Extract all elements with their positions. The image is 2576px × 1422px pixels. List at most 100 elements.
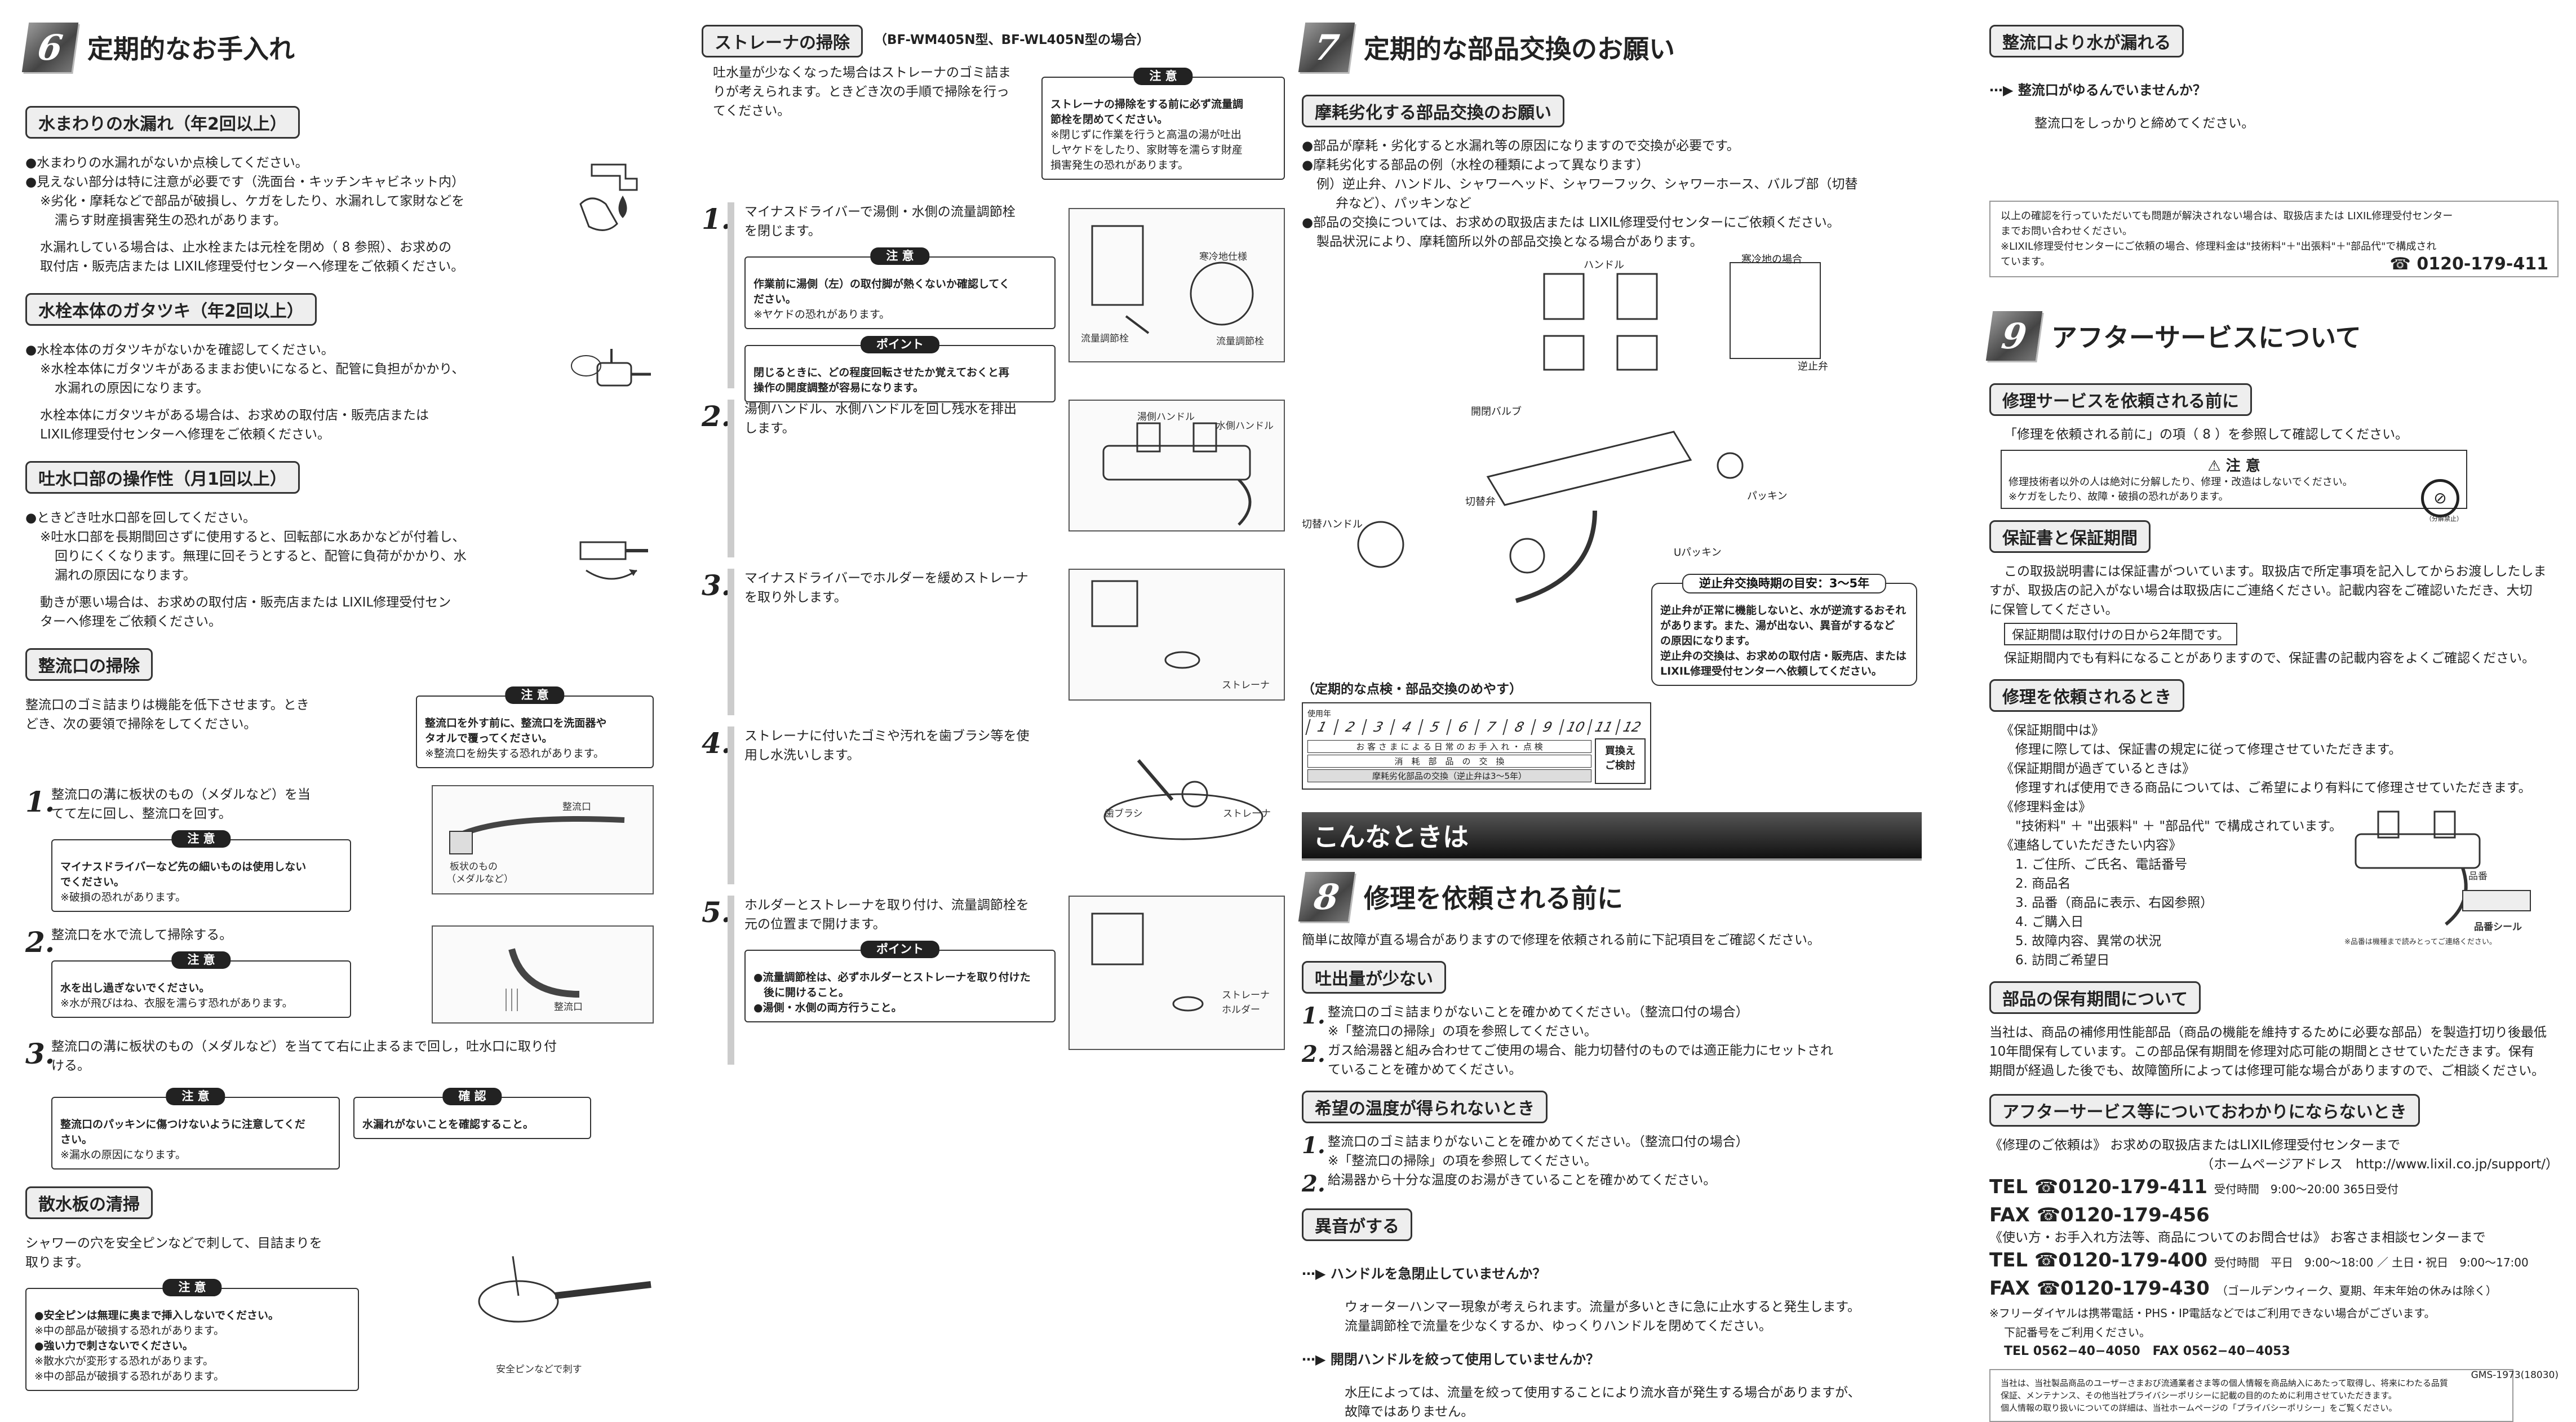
section-7-header: 7 定期的な部品交換のお願い [1298,23,1922,72]
spout-rotate-icon [579,541,648,580]
temperature-step-1: 1. 整流口のゴミ詰まりがないことを確かめてください。（整流口付の場合） ※「整… [1302,1132,1922,1171]
caution-box: 注 意 作業前に湯側（左）の取付脚が熱くないか確認してく ださい。 ※ヤケドの恐… [744,247,1056,329]
text: 弁など）、パッキンなど [1336,196,1471,211]
schedule-unit: 使用年 [1307,710,1331,719]
caution-tag: 注 意 [171,951,231,969]
text: ●水栓本体のガタツキがないかを確認してください。 [25,343,334,357]
temperature-step-2: 2. 給湯器から十分な温度のお湯がきていることを確かめてください。 [1302,1171,1922,1197]
text: 整流口のゴミ詰まりは機能を低下させます。とき [25,698,309,712]
section-title: 修理を依頼される前に [1364,883,1623,914]
text: 《修理料金は》 [2001,800,2091,814]
caution-box: 注 意 ●安全ピンは無理に奥まで挿入しないでください。 ※中の部品が破損する恐れ… [25,1279,359,1391]
column-part-replacement: 7 定期的な部品交換のお願い 摩耗劣化する部品交換のお願い ●部品が摩耗・劣化す… [1298,17,1922,1419]
column-regular-maintenance: 6 定期的なお手入れ 水まわりの水漏れ（年2回以上） ●水まわりの水漏れがないか… [21,17,654,1391]
text: TEL ☎0120-179-400 [1989,1249,2208,1272]
caution-box: 注 意 整流口を外す前に、整流口を洗面器や タオルで覆ってください。 ※整流口を… [416,686,654,768]
text: の原因になります。 [1660,635,1756,647]
text: マイナスドライバーで湯側・水側の流量調節栓 [744,205,1016,219]
step-number: 2. [1302,1171,1325,1197]
text: 1. ご住所、ご氏名、電話番号 [2015,857,2188,872]
confirm-tag: 確 認 [442,1088,502,1105]
step-number: 2. [1302,1041,1325,1067]
consult-tel: TEL ☎0120-179-400 受付時間 平日 9:00〜18:00 ／ 土… [1989,1247,2559,1275]
text: しヤケドをしたり、家財等を濡らす財産 [1050,144,1243,156]
text: 整流口のパッキンに傷つけないように注意してくだ [60,1118,305,1131]
text: 整流口のゴミ詰まりがないことを確かめてください。（整流口付の場合） [1328,1005,1749,1020]
figure-label: ホルダー [1222,1004,1260,1016]
schedule-year: 12 [1615,719,1648,735]
section-9-header: 9 アフターサービスについて [1985,311,2559,361]
figure-label: 安全ピンなどで刺す [496,1364,582,1375]
part-label: 開閉バルブ [1471,406,1522,418]
text: 整流口がゆるんでいませんか？ [2018,82,2206,98]
text: 整流口をしっかりと締めてください。 [2034,116,2255,131]
column-after-service: 整流口より水が漏れる ⋯▶ 整流口がゆるんでいませんか？ 整流口をしっかりと締め… [1985,17,2559,1422]
exploded-parts-illustration [1357,262,1821,603]
text: ※「整流口の掃除」の項を参照してください。 [1328,1024,1597,1039]
text: 保証、メンテナンス、その他当社プライバシーポリシーに記載の目的のために利用させて… [2001,1390,2397,1401]
text: があります。また、湯が出ない、異音がするなど [1660,619,1895,632]
text: 作業前に湯側（左）の取付脚が熱くないか確認してく [753,278,1010,290]
text: 逆止弁が正常に機能しないと、水が逆流するおそれ [1660,604,1906,617]
figure-brush: 歯ブラシ ストレーナ [1071,726,1285,856]
figure-label: 品番 [2468,871,2488,882]
section-8-header: 8 修理を依頼される前に [1298,872,1922,922]
text: 修理に際しては、保証書の規定に従って修理させていただきます。 [2015,742,2402,757]
text: 操作の開度調整が容易になります。 [753,382,924,394]
text: LIXIL修理受付センターへ依頼してください。 [1660,665,1882,677]
text: します。 [744,421,795,436]
caution-box: 注 意 整流口のパッキンに傷つけないように注意してくだ さい。 ※漏水の原因にな… [51,1088,340,1170]
noise-question-1: ⋯▶ ハンドルを急閉止していませんか？ [1302,1266,1546,1282]
text: TEL ☎0120-179-411 [1989,1176,2208,1198]
subhead-wear-parts: 摩耗劣化する部品交換のお願い [1302,95,1564,127]
text: ストレーナに付いたゴミや汚れを歯ブラシ等を使 [744,729,1030,743]
text: 水漏れしている場合は、止水栓または元栓を閉め（ 8 参照）、お求めの [40,240,452,255]
text: 修理技術者以外の人は絶対に分解したり、修理・改造はしないでください。 [2009,476,2353,488]
text: ※水が飛びはね、衣服を濡らす恐れがあります。 [60,997,293,1009]
subhead-parts-retention: 部品の保有期間について [1989,981,2201,1014]
subhead-warranty: 保証書と保証期間 [1989,520,2151,553]
text: 《保証期間中は》 [2001,723,2104,738]
strainer-removal-illustration [1091,580,1200,669]
text: てて左に回し、整流口を回す。 [51,807,232,821]
figure-shower-pin: 安全ピンなどで刺す [451,1234,654,1380]
text: 以上の確認を行っていただいても問題が解決されない場合は、取扱店または LIXIL… [2001,210,2453,222]
schedule-year: 9 [1531,719,1563,735]
text: どき、次の要領で掃除をしてください。 [25,717,257,732]
caution-heading: ⚠ 注 意 [2207,458,2260,475]
schedule-year: 8 [1502,719,1535,735]
text: 6. 訪問ご希望日 [2015,953,2110,968]
strainer-step-1: 1. マイナスドライバーで湯側・水側の流量調節栓 を閉じます。 注 意 作業前に… [702,202,1285,402]
text: 修理すれば使用できる商品については、ご希望により有料にて修理させていただきます。 [2015,781,2531,795]
check-valve-box: 逆止弁交換時期の目安：3〜5年 逆止弁が正常に機能しないと、水が逆流するおそれ … [1651,574,1917,686]
section-title: 定期的な部品交換のお願い [1364,34,1675,64]
text: ●部品が摩耗・劣化すると水漏れ等の原因になりますので交換が必要です。 [1302,139,1740,153]
text: 整流口を水で流して掃除する。 [51,928,233,942]
text: LIXIL修理受付センターへ修理をご依頼ください。 [40,427,330,442]
text: 簡単に故障が直る場合がありますので修理を依頼される前に下記項目をご確認ください。 [1302,933,1820,947]
figure-label: 整流口 [562,801,591,813]
text: 5. 故障内容、異常の状況 [2015,934,2162,949]
section-number: 8 [1298,872,1355,922]
parts-diagram: ハンドル 寒冷地の場合 逆止弁 開閉バルブ パッキン 切替弁 Uパッキン 切替ハ… [1302,251,1922,686]
text: ●強い力で刺さないでください。 [34,1340,194,1352]
text: 開閉ハンドルを絞って使用していませんか？ [1330,1352,1600,1367]
schedule-year: 11 [1587,719,1620,735]
text: りが考えられます。ときどき次の手順で掃除を行っ [713,85,1010,99]
text: 回りにくくなります。無理に回そうとすると、配管に負荷がかかり、水 [55,549,467,564]
text: 用し水洗いします。 [744,748,860,763]
text: ※フリーダイヤルは携帯電話・PHS・IP電話などではご利用できない場合がございま… [1989,1306,2436,1320]
step-number: 3. [702,569,731,602]
step-number: 2. [25,925,55,959]
text: 取付店・販売店または LIXIL修理受付センターへ修理をご依頼ください。 [40,259,464,274]
caution-box: ⚠ 注 意 修理技術者以外の人は絶対に分解したり、修理・改造はしないでください。… [2001,450,2467,522]
subhead-strainer: ストレーナの掃除 [702,25,863,57]
text: 整流口の溝に板状のもの（メダルなど）を当 [51,787,311,802]
flow-valve-illustration [1091,225,1254,334]
section-number: 9 [1985,311,2043,361]
replace-suggestion: 買換え ご検討 [1595,738,1646,784]
figure-aerator-removal: 整流口 板状のもの （メダルなど） [432,785,654,894]
text: ※閉じずに作業を行うと高温の湯が吐出 [1050,129,1242,141]
text: ハンドルを急閉止していませんか？ [1330,1266,1546,1282]
step-number: 1. [702,202,731,236]
